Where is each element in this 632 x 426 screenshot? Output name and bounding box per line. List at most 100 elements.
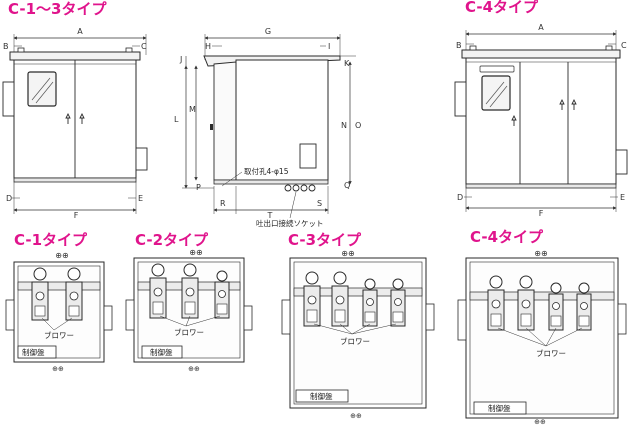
blower-unit-icon [390,278,406,327]
dim-label-k: K [344,59,350,68]
dim-label-g: G [265,27,271,36]
svg-text:⊕⊕: ⊕⊕ [341,249,354,258]
side-vent [2,81,15,117]
roof [9,51,141,61]
dim-label-i: I [328,42,330,51]
title-c2-type: C-2タイプ [135,231,209,249]
side-vent [454,81,467,117]
title-c3-type: C-3タイプ [288,231,362,249]
outlet-socket-note: 吐出口接続ソケット [256,218,324,228]
blower-unit-icon [362,278,378,327]
dim-label-r: R [220,199,226,208]
dim-label-a: A [538,23,544,32]
door-handle-icon [559,98,565,110]
base-frame [13,177,137,183]
dim-label-e: E [138,194,143,203]
side-vent [425,303,435,331]
dim-label-m: M [189,105,196,114]
blower-unit-icon [331,271,349,327]
svg-text:⊕⊕: ⊕⊕ [189,248,202,257]
inspection-window [481,75,511,111]
control-panel-box [141,345,183,359]
side-vent [617,303,627,335]
door-handle-icon [571,98,577,110]
socket-icon [284,184,292,192]
blower-label: ブロワー [536,348,566,358]
title-c4-type: C-4タイプ [470,228,544,246]
socket-icon [308,184,316,192]
blower-unit-icon [31,267,49,321]
svg-text:⊕⊕: ⊕⊕ [55,251,68,260]
dim-label-j: J [179,55,182,64]
side-vent [125,299,135,331]
door-handle-icon [511,114,517,126]
control-panel-label: 制御盤 [22,347,45,357]
dim-label-o: O [355,121,361,130]
dim-label-n: N [341,121,347,130]
blower-label: ブロワー [44,330,74,340]
manifold-bar [293,287,423,297]
c1-3-side-view: G H I J L M P [174,27,361,228]
side-vent [243,305,253,331]
blower-unit-icon [517,275,535,331]
blower-unit-icon [303,271,321,327]
blower-unit-icon [181,263,199,319]
dim-label-h: H [205,42,211,51]
svg-text:⊕⊕: ⊕⊕ [350,412,362,420]
side-vent [457,299,467,341]
lifting-lug [17,47,25,53]
side-vent [5,299,15,331]
lifting-lug [125,47,133,53]
dim-label-b: B [456,41,462,50]
side-vent [299,143,317,169]
svg-text:⊕⊕: ⊕⊕ [52,365,64,373]
control-panel-label: 制御盤 [150,347,173,357]
control-panel-box [473,401,527,415]
base-frame [465,183,617,189]
control-panel-label: 制御盤 [488,403,511,413]
control-panel-label: 制御盤 [310,391,333,401]
title-c1-3-type: C-1～3タイプ [8,0,107,18]
dim-label-a: A [77,27,83,36]
mount-hole-note: 取付孔4-φ15 [244,166,289,176]
dim-label-l: L [174,115,179,124]
dim-label-q: Q [344,181,350,190]
dim-label-c: C [141,42,147,51]
blower-unit-icon [65,267,83,321]
socket-icon [292,184,300,192]
manifold-bar [469,291,615,301]
svg-text:⊕⊕: ⊕⊕ [188,365,200,373]
title-c4-type-top: C-4タイプ [465,0,539,16]
c1-plan: ⊕⊕ ブロワー 制御盤 ⊕⊕ [5,251,113,373]
c2-plan: ⊕⊕ ブロワー [125,248,253,373]
door-handle-icon [79,112,85,124]
svg-text:⊕⊕: ⊕⊕ [534,418,546,426]
manifold-bar [17,281,101,291]
dim-label-t: T [267,211,273,220]
lifting-lug [469,45,477,51]
dim-label-f: F [74,211,79,220]
dim-label-d: D [6,194,12,203]
title-c1-type: C-1タイプ [14,231,88,249]
side-vent [281,299,291,335]
blower-unit-icon [487,275,505,331]
blower-unit-icon [214,270,230,319]
side-vent [615,149,628,175]
svg-text:⊕⊕: ⊕⊕ [534,249,547,258]
control-panel-box [295,389,349,403]
dim-label-b: B [3,42,9,51]
roof [461,49,621,59]
side-vent [135,147,148,171]
blower-unit-icon [548,282,564,331]
dim-label-s: S [317,199,322,208]
lifting-lug [605,45,613,51]
c4-plan: ⊕⊕ [457,249,627,426]
socket-icon [300,184,308,192]
c3-plan: ⊕⊕ [281,249,435,420]
side-vent [103,305,113,331]
blower-unit-icon [576,282,592,331]
control-panel-box [17,345,57,359]
dim-label-c: C [621,41,627,50]
